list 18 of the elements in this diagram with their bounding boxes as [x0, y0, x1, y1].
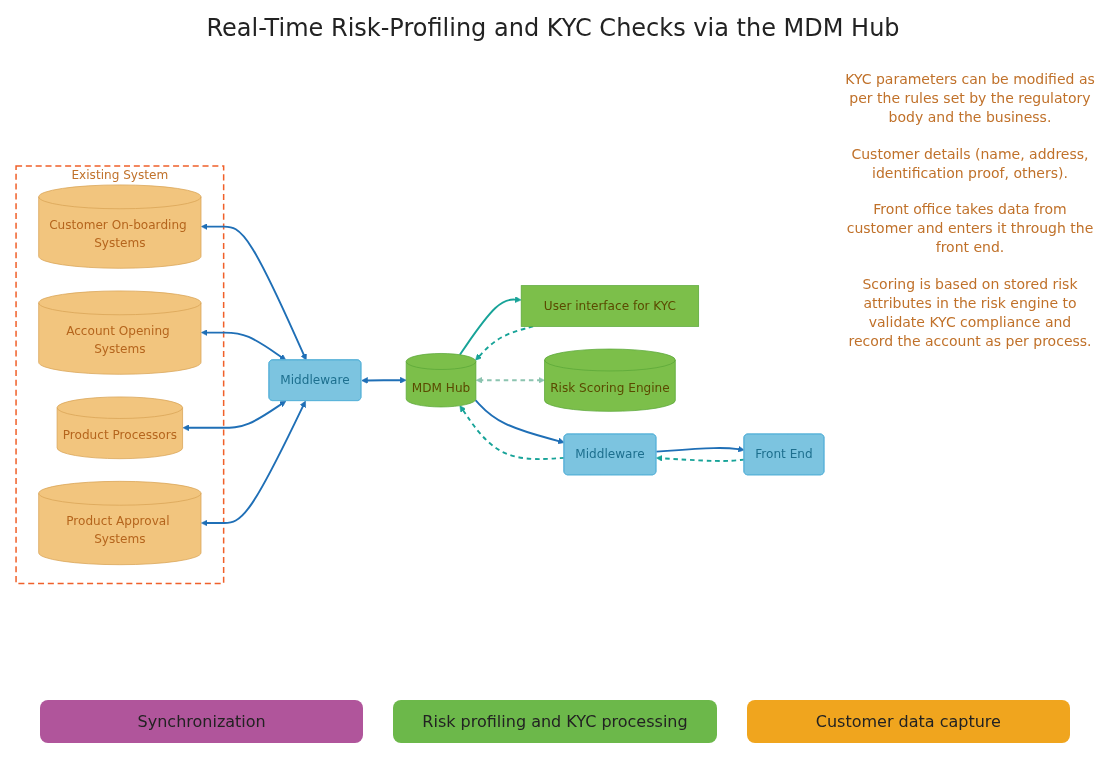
- arrow: [182, 400, 287, 432]
- arrow: [361, 377, 407, 384]
- diagram-title: Real-Time Risk-Profiling and KYC Checks via the MDM Hub: [205, 14, 901, 42]
- arrow: [655, 446, 745, 453]
- arrow: [201, 400, 306, 527]
- arrow: [474, 399, 565, 445]
- arrow: [201, 329, 287, 361]
- legend-swatch: Customer data capture: [746, 700, 1070, 743]
- node-box: User interface for KYC: [520, 285, 700, 327]
- arrow: [201, 223, 307, 361]
- note-text: Customer details (name, address, identification proof, others).: [850, 144, 1090, 183]
- legend-swatch: Risk profiling and KYC processing: [393, 700, 717, 743]
- arrow: [458, 296, 522, 356]
- arrow: [475, 377, 545, 384]
- note-text: Scoring is based on stored risk attributes in the risk engine to validate KYC compliance and record the account as per process.: [847, 275, 1093, 351]
- note-text: Front office takes data from customer and enters it through the front end.: [845, 200, 1095, 258]
- note-text: KYC parameters can be modified as per the rules set by the regulatory body and the business.: [845, 70, 1095, 127]
- legend-swatch: Synchronization: [40, 700, 364, 743]
